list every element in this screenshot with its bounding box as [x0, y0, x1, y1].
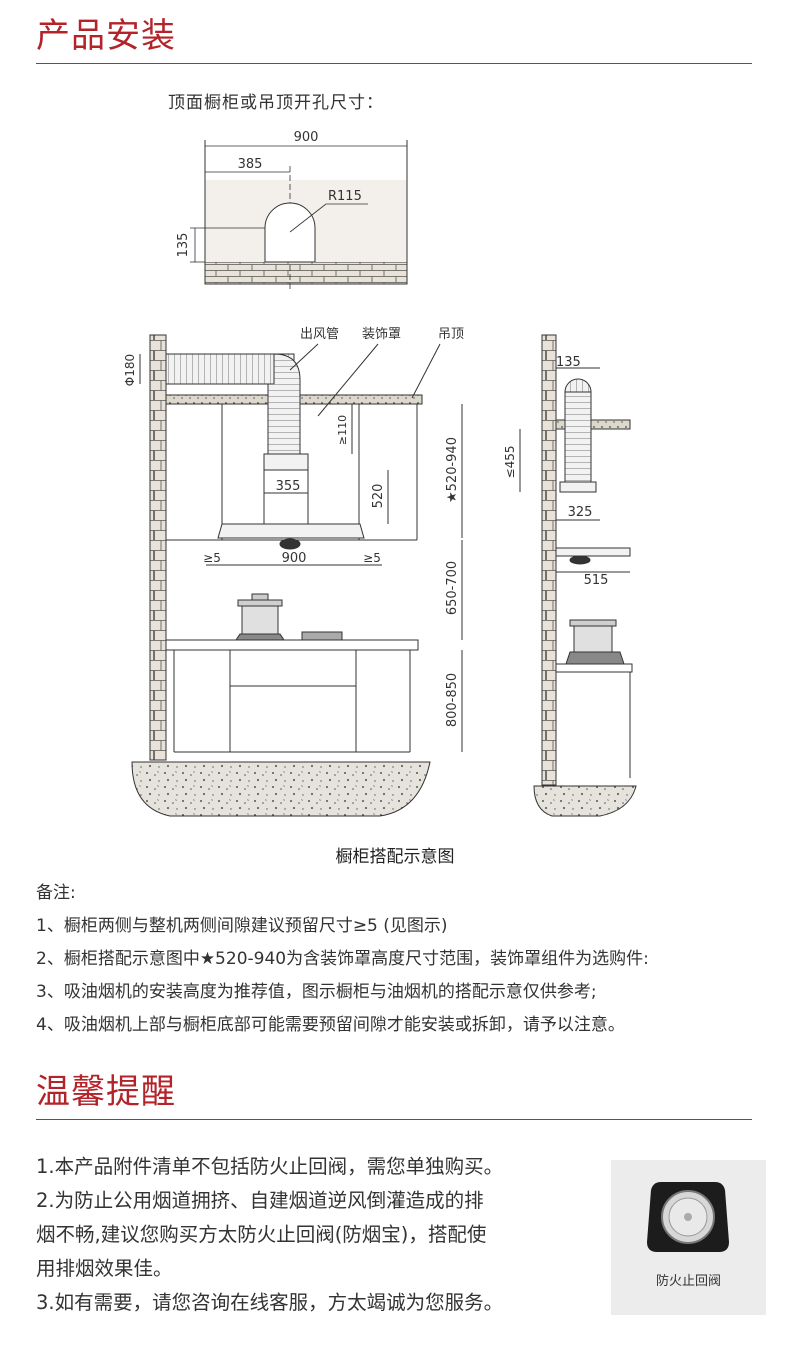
dim-duct-dia: Φ180 [123, 354, 137, 386]
tips-block: 1.本产品附件清单不包括防火止回阀，需您单独购买。 2.为防止公用烟道拥挤、自建… [36, 1150, 596, 1320]
tip-line: 1.本产品附件清单不包括防火止回阀，需您单独购买。 [36, 1155, 504, 1178]
front-view-diagram [131, 334, 463, 817]
dim-counter-height: 800-850 [445, 673, 460, 727]
dim-range-height: ★520-940 [445, 437, 460, 503]
product-label: 防火止回阀 [655, 1274, 721, 1289]
tip-line: 2.为防止公用烟道拥挤、自建烟道逆风倒灌造成的排 [36, 1189, 484, 1212]
note-item: 3、吸油烟机的安装高度为推荐值，图示橱柜与油烟机的搭配示意仅供参考; [36, 982, 597, 1002]
tip-line: 烟不畅,建议您购买方太防火止回阀(防烟宝)，搭配使 [36, 1223, 487, 1246]
installation-diagram: 900 385 R115 135 [123, 130, 637, 817]
ceiling-label: 吊顶 [438, 327, 464, 342]
product-card: 防火止回阀 [611, 1160, 766, 1315]
notes-block: 备注: 1、橱柜两侧与整机两侧间隙建议预留尺寸≥5 (见图示) 2、橱柜搭配示意… [36, 877, 649, 1042]
cover-label: 装饰罩 [362, 327, 401, 342]
ceiling-cutout-diagram [190, 140, 408, 290]
side-dim-cover-depth: 325 [568, 505, 593, 520]
dim-cover-height: 520 [371, 484, 386, 509]
section-title-tips: 温馨提醒 [36, 1072, 176, 1112]
section-title-install: 产品安装 [36, 16, 176, 56]
note-item: 2、橱柜搭配示意图中★520-940为含装饰罩高度尺寸范围，装饰罩组件为选购件: [36, 949, 649, 969]
side-view-diagram [519, 334, 637, 817]
tip-line: 3.如有需要，请您咨询在线客服，方太竭诚为您服务。 [36, 1291, 504, 1314]
dim-gap-min: ≥110 [336, 415, 349, 445]
dim-height-label: 135 [176, 233, 191, 258]
diagram-caption: 橱柜搭配示意图 [335, 847, 455, 867]
dim-hood-height: 650-700 [445, 561, 460, 615]
fire-check-valve-image [647, 1182, 729, 1252]
dim-radius-label: R115 [328, 189, 362, 204]
dim-gap-left: ≥5 [203, 551, 221, 565]
section-divider [36, 63, 752, 64]
duct-label: 出风管 [300, 327, 339, 342]
dim-width-label: 900 [294, 130, 319, 145]
note-item: 4、吸油烟机上部与橱柜底部可能需要预留间隙才能安装或拆卸，请予以注意。 [36, 1015, 625, 1035]
dim-cover-width: 355 [276, 479, 301, 494]
note-item: 1、橱柜两侧与整机两侧间隙建议预留尺寸≥5 (见图示) [36, 916, 448, 936]
section-divider [36, 1119, 752, 1120]
side-dim-hood-depth: 515 [584, 573, 609, 588]
top-diagram-subtitle: 顶面橱柜或吊顶开孔尺寸： [168, 93, 384, 113]
side-dim-duct: 135 [556, 355, 581, 370]
tip-line: 用排烟效果佳。 [36, 1257, 173, 1280]
side-dim-height: ≤455 [503, 446, 517, 479]
dim-hood-width: 900 [282, 551, 307, 566]
dim-offset-label: 385 [238, 157, 263, 172]
dim-gap-right: ≥5 [363, 551, 381, 565]
notes-heading: 备注: [36, 883, 76, 903]
